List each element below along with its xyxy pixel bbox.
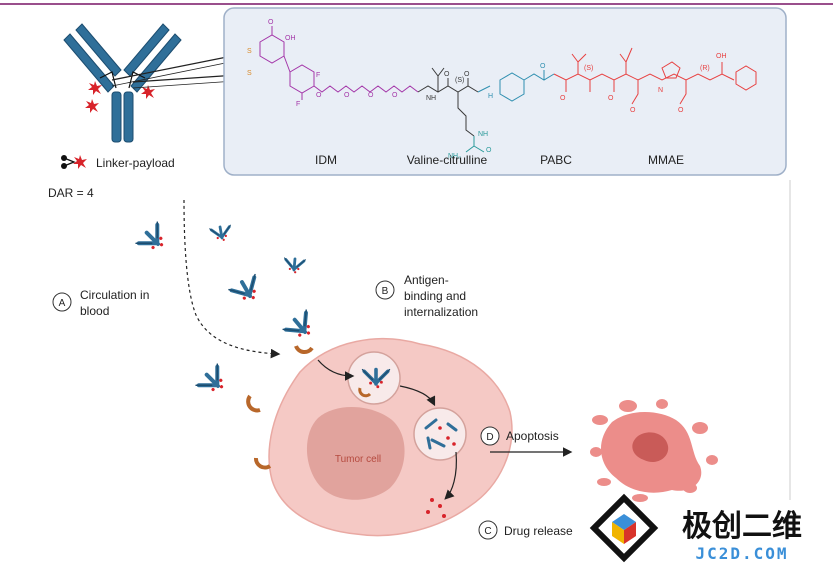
segment-label-valine-citrulline: Valine-citrulline [407, 153, 488, 167]
mmae-segment-structure [553, 47, 757, 105]
atom-o: O [630, 107, 636, 114]
step-b-text-line3: internalization [404, 305, 478, 319]
segment-label-mmae: MMAE [648, 153, 684, 167]
atom-oh: OH [716, 53, 727, 60]
receptor [254, 457, 272, 470]
stereo-label: (S) [455, 77, 464, 84]
atom-o: O [560, 95, 566, 102]
atom-f: F [296, 101, 300, 108]
trafficking-arrow [399, 385, 436, 407]
step-d-letter: D [486, 432, 493, 443]
antibody-illustration [63, 23, 253, 143]
step-b-letter: B [382, 286, 389, 297]
urea-side-chain [465, 136, 485, 153]
step-a-text-line1: Circulation in [80, 288, 149, 302]
segment-label-idm: IDM [315, 153, 337, 167]
nucleus [306, 406, 405, 500]
atom-o: O [444, 71, 450, 78]
segment-label-pabc: PABC [540, 153, 572, 167]
watermark-brand-url: JC2D.COM [695, 544, 788, 563]
payload-star [85, 99, 99, 113]
atom-o: O [344, 92, 350, 99]
internalization-arrow [317, 359, 355, 381]
atom-h: H [488, 93, 493, 100]
step-b-text-line2: binding and [404, 289, 466, 303]
atom-nh: NH [478, 131, 488, 138]
atom-s: S [247, 48, 252, 55]
molecule-structure-box: O OH F F S S O O O O O O NH (S) NH O NH₂ [223, 7, 787, 176]
step-d: D Apoptosis [480, 426, 559, 446]
circulation-arrow [183, 199, 281, 359]
stereo-label: (S) [584, 65, 593, 72]
linker-payload-legend: Linker-payload [61, 155, 175, 170]
step-a: A Circulation in blood [52, 288, 149, 318]
atom-oh: OH [285, 35, 296, 42]
receptor [246, 394, 261, 413]
watermark: 极创二维 JC2D.COM [589, 493, 802, 563]
tumor-cell: Tumor cell [246, 338, 513, 537]
atom-nh: NH [426, 95, 436, 102]
atom-o: O [678, 107, 684, 114]
idm-segment-structure [259, 26, 419, 100]
atom-n: N [658, 87, 663, 94]
valine-citrulline-segment-structure [417, 67, 479, 137]
step-d-text: Apoptosis [506, 429, 559, 443]
step-c: C Drug release [478, 520, 573, 540]
atom-s: S [247, 70, 252, 77]
lysosome [413, 407, 467, 461]
step-a-letter: A [59, 298, 66, 309]
atom-f: F [316, 72, 320, 79]
step-b: B Antigen- binding and internalization [375, 273, 478, 319]
legend-linker-payload-label: Linker-payload [96, 156, 175, 170]
atom-o: O [268, 19, 274, 26]
atom-o: O [540, 63, 546, 70]
pabc-segment-structure [477, 70, 555, 102]
atom-nh2: NH₂ [448, 153, 461, 160]
endosome [347, 351, 401, 405]
circulating-adcs [136, 222, 322, 400]
step-c-text: Drug release [504, 524, 573, 538]
atom-o: O [486, 147, 492, 154]
drug-release-arrow [444, 451, 457, 500]
atom-o: O [368, 92, 374, 99]
atom-o: O [608, 95, 614, 102]
atom-o: O [316, 92, 322, 99]
step-b-text-line1: Antigen- [404, 273, 449, 287]
watermark-brand-cn: 极创二维 [682, 509, 802, 544]
tumor-cell-label: Tumor cell [335, 454, 381, 465]
top-rule [0, 3, 833, 5]
dar-label: DAR = 4 [48, 186, 94, 200]
atom-o: O [464, 71, 470, 78]
stereo-label: (R) [700, 65, 710, 72]
step-a-text-line2: blood [80, 304, 109, 318]
apoptotic-cell [590, 399, 718, 502]
atom-o: O [392, 92, 398, 99]
step-c-letter: C [484, 526, 491, 537]
receptor [294, 345, 314, 354]
